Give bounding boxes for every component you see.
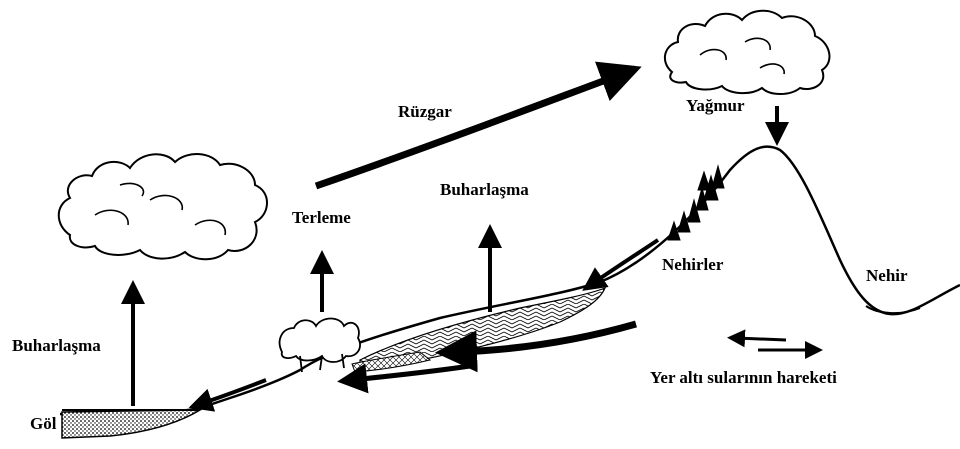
- deciduous-trees: [280, 319, 360, 373]
- conifer-trees: [668, 166, 724, 240]
- label-river: Nehir: [866, 266, 908, 286]
- cloud-left: [59, 154, 267, 259]
- cloud-right: [665, 11, 830, 94]
- label-rain: Yağmur: [686, 96, 745, 116]
- label-evaporation-slope: Buharlaşma: [440, 180, 529, 200]
- label-transpiration: Terleme: [292, 208, 351, 228]
- label-lake: Göl: [30, 414, 56, 434]
- runoff-arrow: [200, 380, 266, 404]
- lake-water: [62, 410, 200, 438]
- label-wind: Rüzgar: [398, 102, 452, 122]
- wind-arrow: [316, 74, 622, 186]
- rivers-arrow: [592, 240, 658, 284]
- label-rivers: Nehirler: [662, 255, 723, 275]
- label-evaporation-lake: Buharlaşma: [12, 336, 101, 356]
- aquifer-band: [360, 288, 605, 367]
- legend-arrow-left: [736, 338, 786, 340]
- label-groundwater: Yer altı sularının hareketi: [650, 368, 837, 388]
